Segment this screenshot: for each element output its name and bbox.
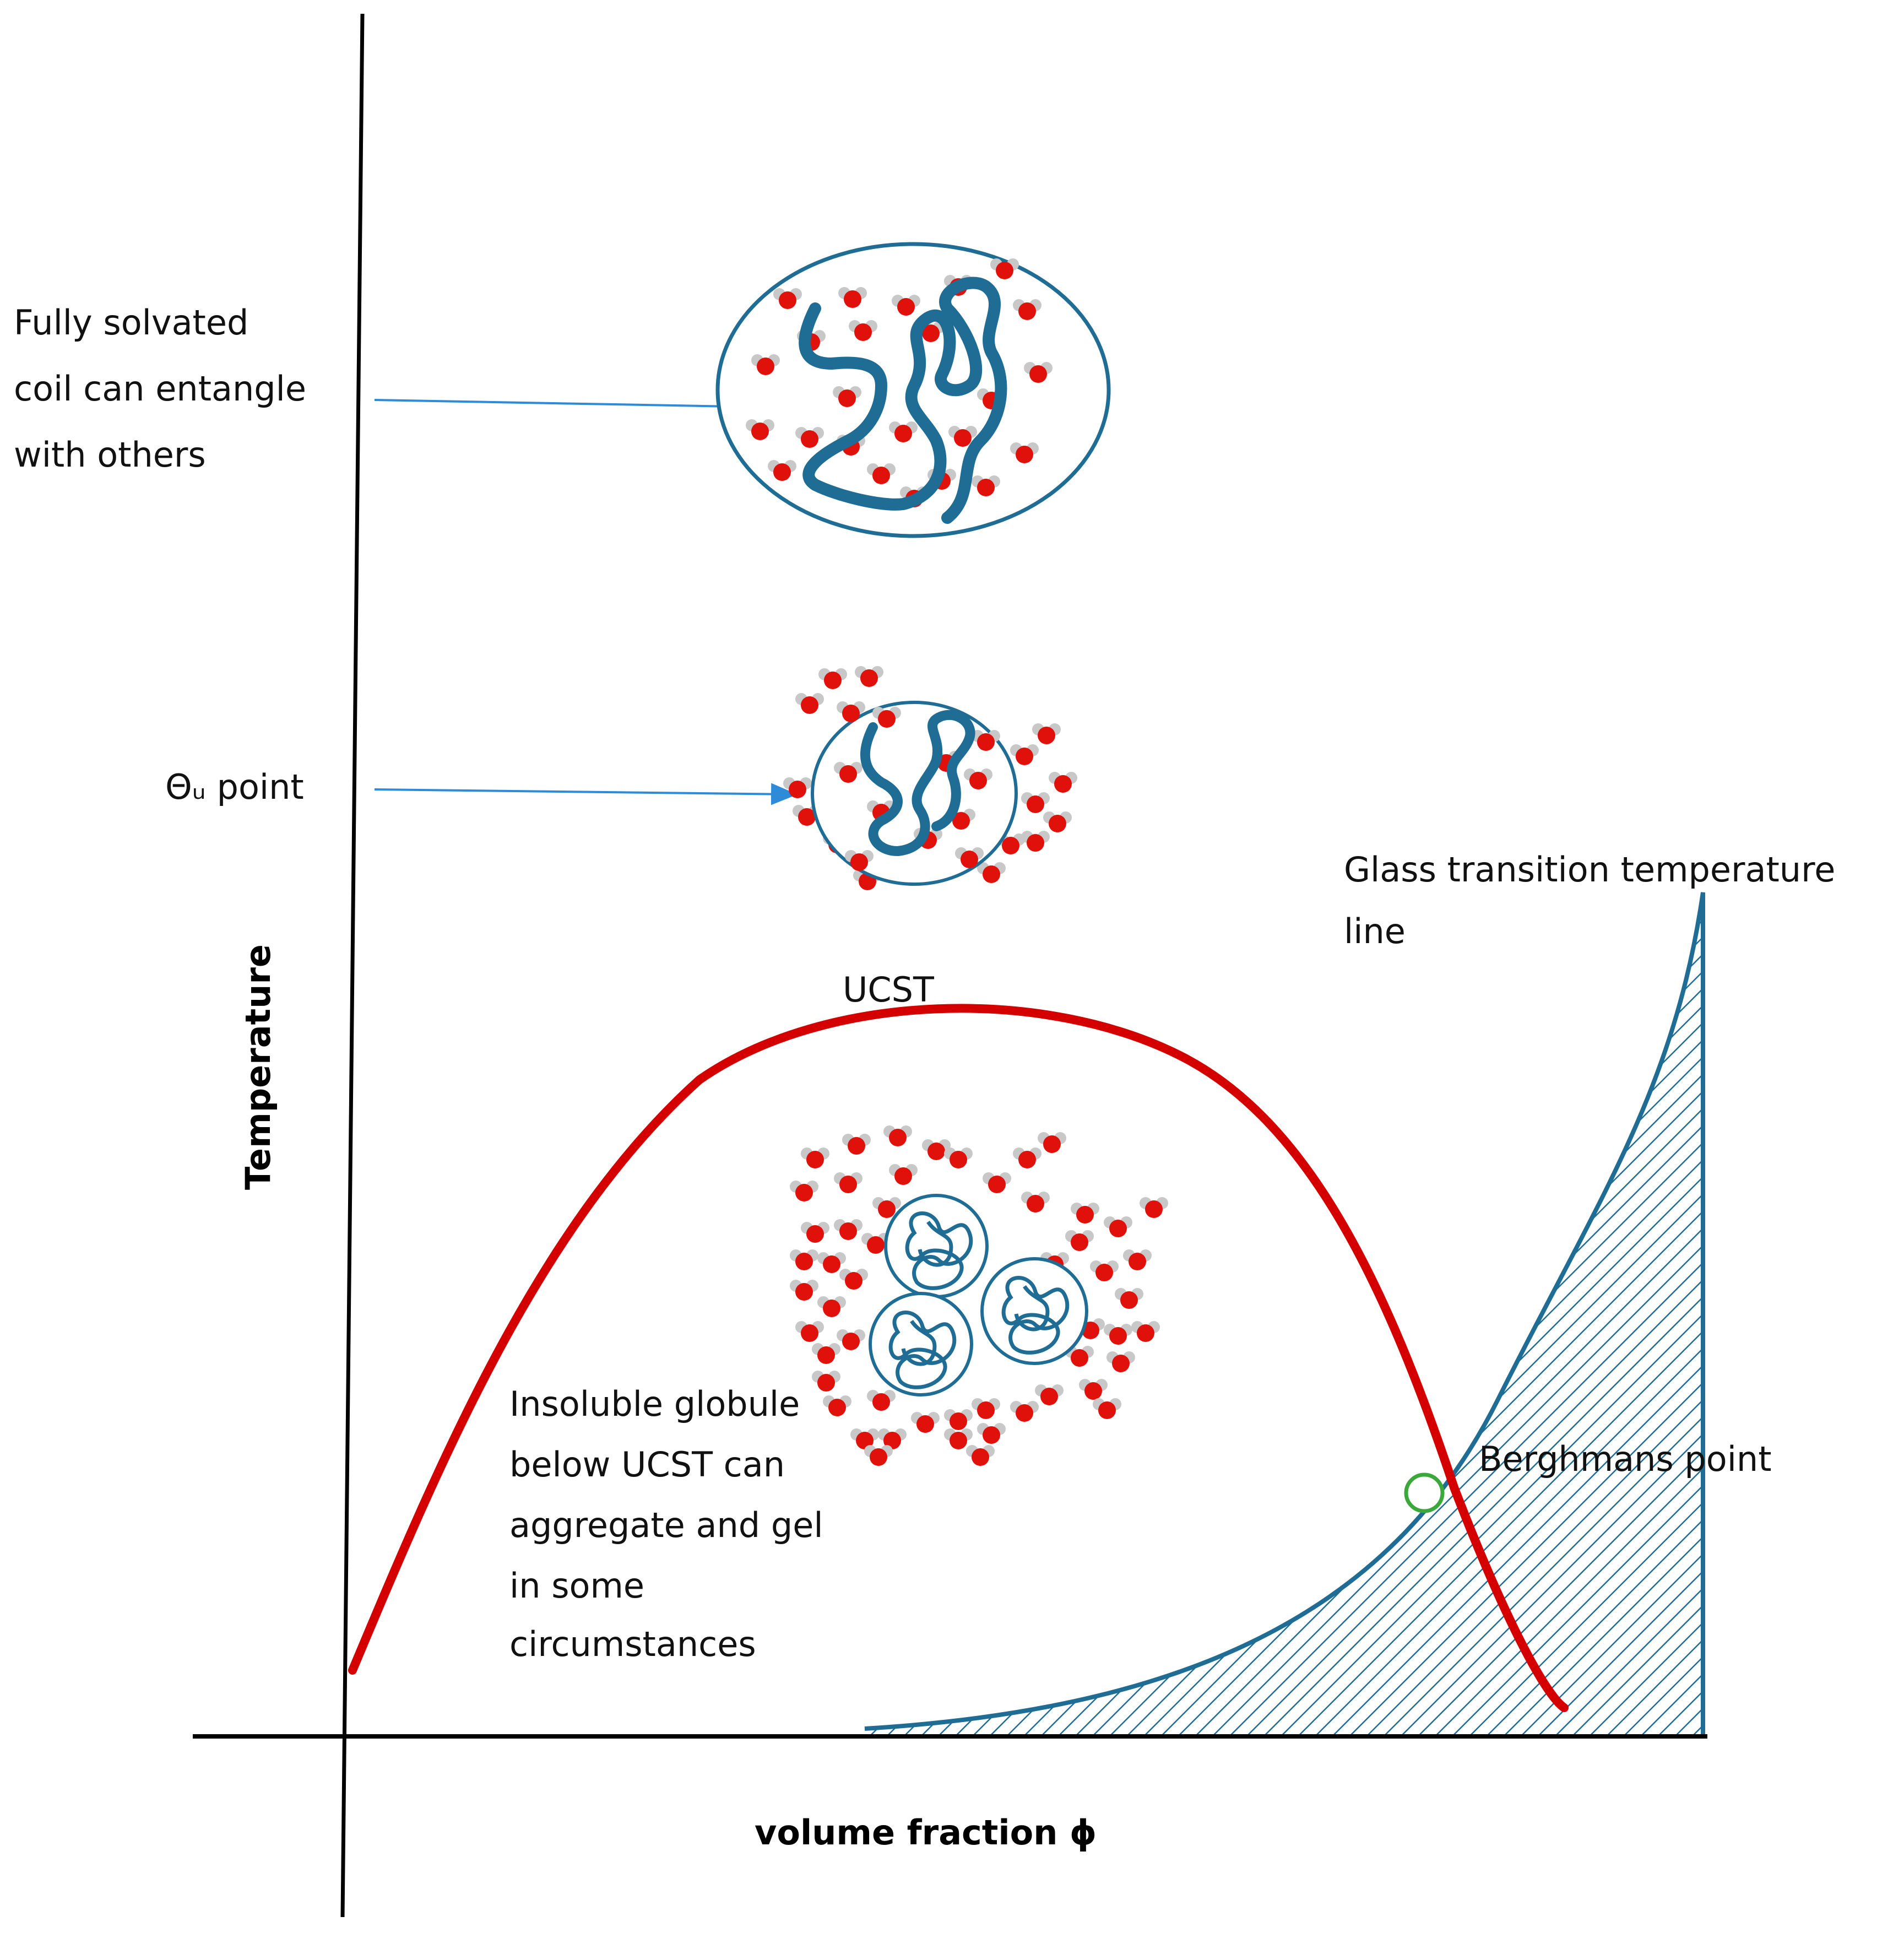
globule-label-line-2: below UCST can bbox=[509, 1444, 785, 1485]
berghmans-point-label: Berghmans point bbox=[1479, 1439, 1772, 1479]
glass-label-line-2: line bbox=[1344, 911, 1406, 951]
glass-label-line-1: Glass transition temperature bbox=[1344, 849, 1835, 890]
glass-transition-line bbox=[864, 892, 1705, 1736]
theta-point-label: Θᵤ point bbox=[165, 767, 304, 807]
globule-label-line-4: in some bbox=[509, 1566, 644, 1606]
coil-label-line-1: Fully solvated bbox=[14, 302, 248, 343]
globule-label-line-1: Insoluble globule bbox=[509, 1384, 800, 1424]
theta-coil-icon bbox=[783, 666, 1077, 890]
y-axis-label: Temperature bbox=[238, 944, 278, 1190]
globule-label-line-3: aggregate and gel bbox=[509, 1505, 823, 1545]
x-axis-label: volume fraction ϕ bbox=[755, 1812, 1097, 1853]
aggregated-globules-icon bbox=[790, 1125, 1168, 1466]
glass-transition-region bbox=[865, 892, 1703, 1736]
y-axis bbox=[340, 13, 365, 1918]
ucst-curve bbox=[348, 1004, 1569, 1712]
coil-label-line-2: coil can entangle bbox=[14, 369, 306, 409]
coil-label-line-3: with others bbox=[14, 435, 206, 475]
globule-label-line-5: circumstances bbox=[509, 1624, 756, 1664]
solvated-coil-icon bbox=[715, 242, 1111, 538]
theta-arrow bbox=[374, 783, 798, 805]
berghmans-point-marker bbox=[1404, 1473, 1445, 1513]
ucst-label: UCST bbox=[843, 970, 935, 1010]
